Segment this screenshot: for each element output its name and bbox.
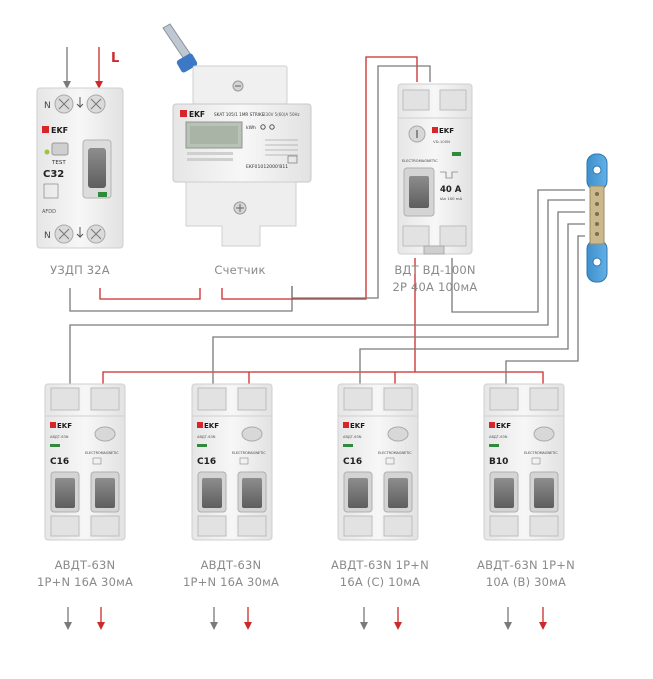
- input-neutral-arrow: [63, 47, 71, 89]
- breaker-4-brand: EKF: [496, 422, 511, 430]
- breaker-2-caption-line2: 1Р+N 16А 30мА: [182, 575, 280, 589]
- vdt-type-label: ELECTROMAGNETIC: [402, 159, 438, 163]
- wire-phase-bus: [102, 371, 544, 386]
- breaker-3-model: АВДТ-63N: [343, 435, 362, 439]
- meter-spec: 230V 5(60)A 50Hz: [263, 112, 300, 117]
- uzdp-model: AFDD: [42, 209, 56, 215]
- breaker-2: EKF АВДТ-63N C16 ELECTROMAGNETIC: [191, 383, 273, 541]
- meter-device: EKF SKAT 105/1 1MR STRIKE 230V 5(60)A 50…: [162, 23, 312, 247]
- meter-caption: Счетчик: [190, 262, 290, 279]
- neutral-busbar: [586, 153, 608, 283]
- wire-bus-n1: [69, 199, 585, 386]
- uzdp-rating: C32: [43, 169, 64, 180]
- uzdp-caption: УЗДП 32А: [30, 262, 130, 279]
- breaker-2-type-label: ELECTROMAGNETIC: [232, 451, 266, 455]
- wire-bus-n3: [359, 223, 585, 386]
- breaker-3-caption-line1: АВДТ-63N 1Р+N: [331, 558, 429, 572]
- vdt-caption-line2: 2Р 40А 100мА: [392, 280, 478, 294]
- breaker-1-brand: EKF: [57, 422, 72, 430]
- breaker-2-rating: C16: [197, 457, 216, 467]
- meter-serial: EKF01012000'B11: [246, 164, 288, 170]
- meter-brand: EKF: [189, 110, 205, 119]
- breaker-2-model: АВДТ-63N: [197, 435, 216, 439]
- wire-vdt-neutral-to-busbar: [451, 189, 585, 313]
- breaker-1-model: АВДТ-63N: [50, 435, 69, 439]
- breaker-1-caption-line1: АВДТ-63N: [54, 558, 116, 572]
- breaker-4-caption: АВДТ-63N 1Р+N 10А (В) 30мА: [466, 557, 586, 591]
- breaker-4-type-label: ELECTROMAGNETIC: [524, 451, 558, 455]
- breaker-3-caption: АВДТ-63N 1Р+N 16А (С) 10мА: [320, 557, 440, 591]
- wire-neutral-to-vdt-top: [292, 65, 431, 299]
- breaker-3-caption-line2: 16А (С) 10мА: [339, 575, 421, 589]
- breaker-1-caption-line2: 1Р+N 16А 30мА: [36, 575, 134, 589]
- vdt-caption-line1: ВДТ ВД-100N: [394, 263, 476, 277]
- breaker-4-caption-line1: АВДТ-63N 1Р+N: [477, 558, 575, 572]
- uzdp-terminal-n-top: N: [44, 101, 51, 111]
- breaker-1: EKF АВДТ-63N C16 ELECTROMAGNETIC: [44, 383, 126, 541]
- wire-uzdp-to-meter-phase: [99, 288, 201, 300]
- breaker-row: EKF АВДТ-63N C16 ELECTROMAGNETIC EKF АВДТ-63N…: [44, 383, 565, 541]
- meter-title: SKAT 105/1 1MR STRIKE: [214, 112, 265, 117]
- meter-unit: kWh: [246, 125, 256, 131]
- breaker-1-type-label: ELECTROMAGNETIC: [85, 451, 119, 455]
- vdt-caption: ВДТ ВД-100N 2Р 40А 100мА: [380, 262, 490, 296]
- output-arrows: [64, 607, 547, 630]
- vdt-model: VD-100N: [433, 139, 450, 144]
- wire-meter-phase-out: [221, 56, 418, 300]
- meter-caption-text: Счетчик: [214, 263, 266, 277]
- breaker-1-caption: АВДТ-63N 1Р+N 16А 30мА: [30, 557, 140, 591]
- breaker-3-type-label: ELECTROMAGNETIC: [378, 451, 412, 455]
- vdt-rating: 40 A: [440, 185, 462, 195]
- uzdp-test-label: TEST: [51, 160, 66, 166]
- wire-bus-n2: [212, 211, 585, 386]
- breaker-1-rating: C16: [50, 457, 69, 467]
- input-phase-arrow: [95, 47, 103, 89]
- vdt-sub-rating: IΔn 100 mA: [440, 196, 462, 201]
- uzdp-terminal-n-bottom: N: [44, 231, 51, 241]
- wires: [63, 47, 585, 630]
- breaker-2-brand: EKF: [204, 422, 219, 430]
- vdt-device: EKF VD-100N ELECTROMAGNETIC 40 A IΔn 100…: [397, 83, 473, 255]
- breaker-3: EKF АВДТ-63N C16 ELECTROMAGNETIC: [337, 383, 419, 541]
- uzdp-brand: EKF: [51, 126, 68, 135]
- breaker-2-caption: АВДТ-63N 1Р+N 16А 30мА: [176, 557, 286, 591]
- vdt-brand: EKF: [439, 127, 454, 135]
- uzdp-device: N EKF TEST C32 AFDD N: [36, 87, 124, 249]
- wire-bus-n4: [505, 235, 585, 386]
- breaker-4-rating: B10: [489, 457, 508, 467]
- breaker-2-caption-line1: АВДТ-63N: [200, 558, 262, 572]
- breaker-3-brand: EKF: [350, 422, 365, 430]
- breaker-4: EKF АВДТ-63N B10 ELECTROMAGNETIC: [483, 383, 565, 541]
- breaker-4-model: АВДТ-63N: [489, 435, 508, 439]
- uzdp-caption-text: УЗДП 32А: [50, 263, 110, 277]
- breaker-4-caption-line2: 10А (В) 30мА: [485, 575, 567, 589]
- breaker-3-rating: C16: [343, 457, 362, 467]
- phase-input-letter: L: [111, 51, 119, 66]
